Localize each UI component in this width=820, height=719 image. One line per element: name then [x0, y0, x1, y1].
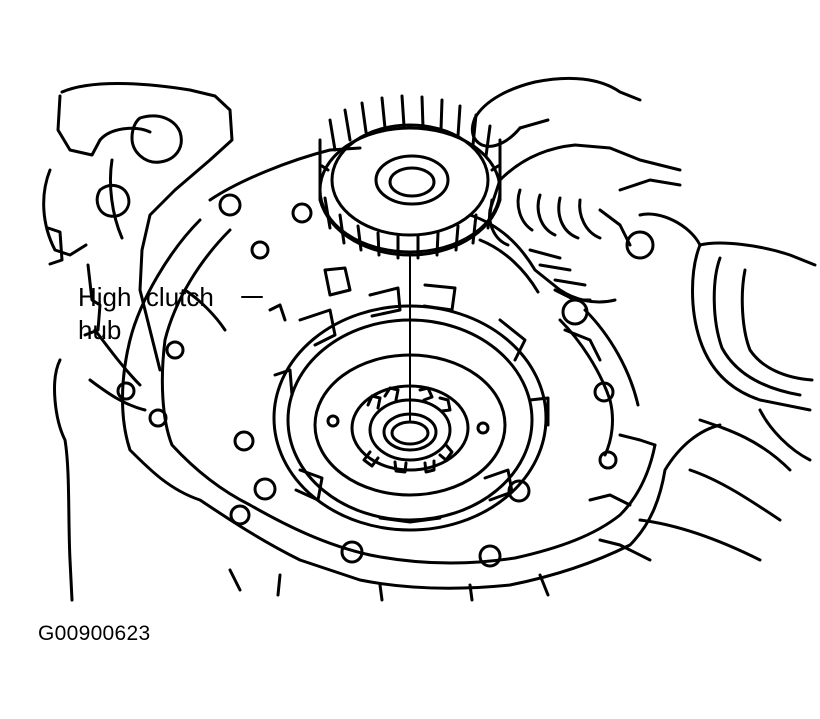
figure-code: G00900623: [38, 622, 151, 645]
high-clutch-hub-gear: [318, 94, 502, 260]
high-clutch-hub-label-line2: hub: [78, 315, 122, 345]
gasket-flange: [121, 146, 722, 590]
bolt-holes: [148, 193, 655, 568]
hands: [470, 76, 682, 287]
right-housing-casting: [618, 178, 817, 562]
high-clutch-hub-label-line1: High clutch: [78, 282, 214, 312]
left-housing-casting: [42, 82, 234, 602]
casting-details: [183, 266, 657, 602]
